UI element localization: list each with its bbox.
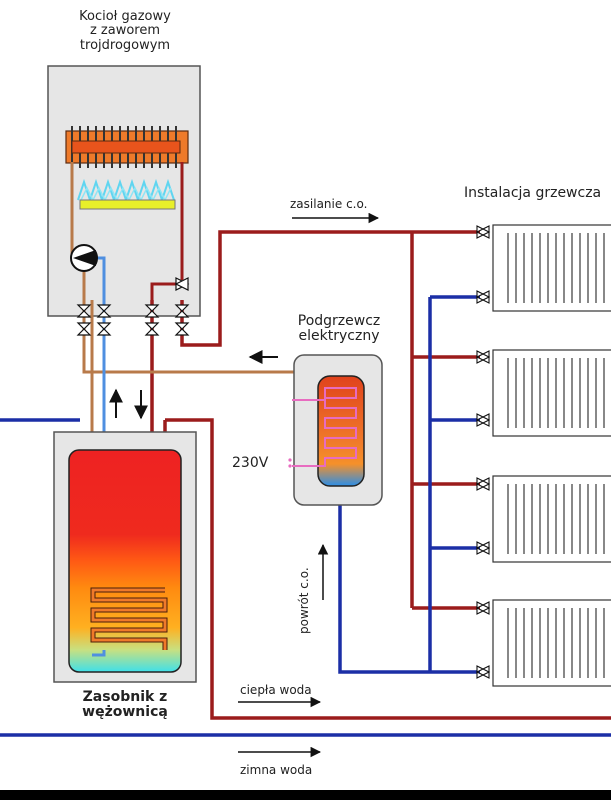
radiator-icon [492, 224, 611, 687]
tank-title: Zasobnik z wężownicą [60, 689, 190, 721]
three-way-valve-icon [174, 277, 190, 291]
tank-title-line1: Zasobnik z [82, 689, 168, 705]
boiler-title-line3: trojdrogowym [79, 37, 171, 53]
return-label: powrót c.o. [297, 567, 311, 634]
voltage-label: 230V [232, 455, 269, 471]
heat-exchanger [65, 126, 189, 168]
heater-title-line1: Podgrzewcz [297, 313, 381, 329]
supply-label: zasilanie c.o. [290, 197, 368, 211]
burner [79, 199, 176, 210]
pump-icon [70, 244, 98, 272]
return-pipes [0, 295, 611, 737]
heater-element [292, 387, 357, 467]
heater-title-line2: elektryczny [298, 328, 380, 345]
boiler-title-line2: z zaworem [89, 23, 161, 39]
installation-label: Instalacja grzewcza [464, 185, 602, 201]
valve-icon [76, 304, 190, 336]
hot-water-label: ciepła woda [240, 683, 312, 697]
tank-title-line2: wężownicą [82, 704, 168, 721]
tank-water [68, 449, 182, 673]
power-terminal [288, 458, 292, 462]
boiler-title-line1: Kocioł gazowy [79, 9, 171, 24]
cold-water-label: zimna woda [240, 763, 313, 777]
bottom-edge [0, 790, 611, 800]
valve-icon [475, 225, 491, 679]
heater-title: Podgrzewcz elektryczny [280, 313, 398, 345]
boiler-title: Kocioł gazowy z zaworem trojdrogowym [55, 9, 195, 53]
